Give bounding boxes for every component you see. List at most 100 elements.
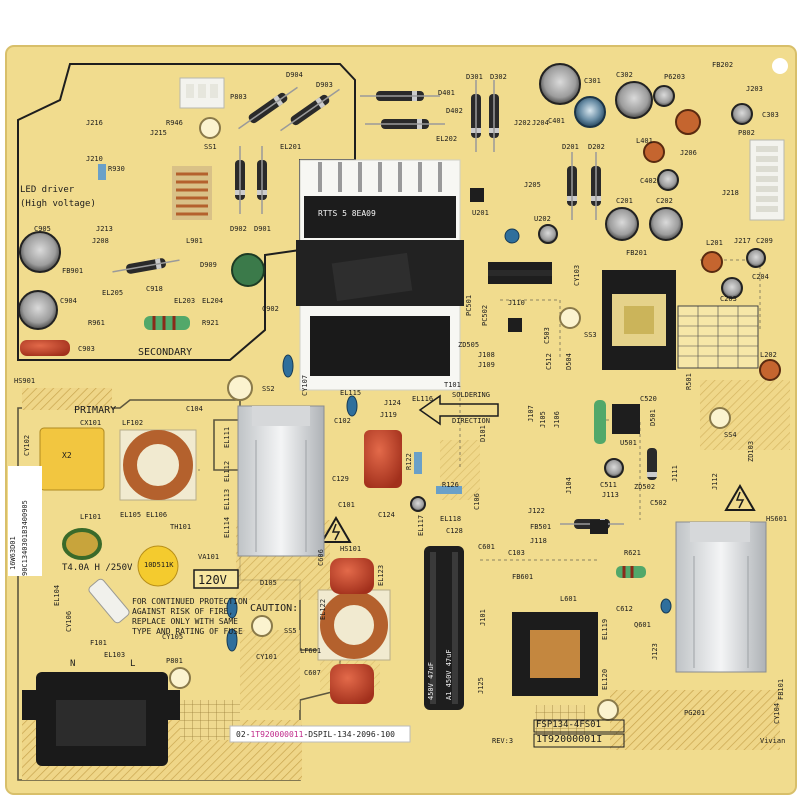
ref-c209: C209 [756,237,773,245]
ref-d501: D501 [649,409,657,426]
ref-d105: D105 [260,579,277,587]
ref-cy102: CY102 [23,434,31,456]
ref-el117: EL117 [417,514,425,536]
ref-j119: J119 [380,411,397,419]
sticker-highlight: 1T920000011 [250,730,304,739]
ref-fb202: FB202 [712,61,734,69]
ref-j124: J124 [384,399,401,407]
pn-box [533,733,625,748]
pin-table [677,305,759,369]
ref-j205: J205 [524,181,541,189]
ref-d202: D202 [588,143,605,151]
ref-zd502: ZD502 [634,483,656,491]
ref-c104: C104 [186,405,203,413]
ref-c902: C902 [262,305,279,313]
ref-c903: C903 [78,345,95,353]
ref-c101: C101 [338,501,355,509]
part-sticker [229,725,411,743]
ref-d504: D504 [565,353,573,370]
ref-lf101: LF101 [80,513,102,521]
ref-hs601: HS601 [766,515,788,523]
ref-j204: J204 [532,119,549,127]
ref-pc501: PC501 [465,294,473,316]
ref-cy101: CY101 [256,653,278,661]
ref-d402: D402 [446,107,463,115]
ref-c106: C106 [473,493,481,510]
heatsinks [237,405,767,673]
pcb-board [6,46,796,794]
ref-el123: EL123 [377,564,385,586]
ref-cy106: CY106 [65,610,73,632]
section-secondary: SECONDARY [138,347,193,358]
ref-u202: U202 [534,215,551,223]
ref-d101: D101 [479,425,487,442]
ref-j105: J105 [539,411,547,428]
ref-c511: C511 [600,481,617,489]
ref-c201: C201 [616,197,633,205]
ref-pg201: PG201 [684,709,706,717]
ref-j118: J118 [530,537,547,545]
connector-p802 [749,139,785,221]
ref-j208: J208 [92,237,109,245]
ref-el120: EL120 [601,668,609,690]
sticker-text: 02-1T920000011-DSPIL-134-2096-100 [236,731,395,739]
ref-cy107: CY107 [301,374,309,396]
ref-l201: L201 [706,239,723,247]
ref-el103: EL103 [104,651,126,659]
ref-fb601: FB601 [512,573,534,581]
transformer-marking: RTTS 5 8EA09 [318,209,376,218]
chokes [62,166,598,696]
ref-j111: J111 [671,465,679,482]
ref-t101: T101 [444,381,461,389]
ref-c303: C303 [762,111,779,119]
ref-j210: J210 [86,155,103,163]
hatch-area [610,690,780,750]
ref-j107: J107 [527,405,535,422]
ref-j125: J125 [477,677,485,694]
ref-c302: C302 [616,71,633,79]
model-number: FSP134-4FS01 [536,720,602,730]
ref-el106: EL106 [146,511,168,519]
ref-j218: J218 [722,189,739,197]
revision: REV:3 [492,737,514,745]
secondary-zone-outline [17,63,356,361]
sticker-prefix: 02- [236,730,251,739]
ref-c124: C124 [378,511,395,519]
ref-c918: C918 [146,285,163,293]
hv-warning-triangles [320,484,756,543]
ref-j123: J123 [651,643,659,660]
board-part-number: 1T92000001I [536,734,603,745]
ref-j215: J215 [150,129,167,137]
resistors [98,164,646,578]
caution-label: CAUTION: [250,603,299,614]
ac-inlet [22,672,180,766]
sticker-rest: -DSPIL-134-2096-100 [303,730,395,739]
ref-c102: C102 [334,417,351,425]
left-label-1: 16W63D01 [9,536,17,570]
ref-j106: J106 [553,411,561,428]
ref-j104: J104 [565,477,573,494]
ref-hs901: HS901 [14,377,36,385]
ref-d301: D301 [466,73,483,81]
ref-c204: C204 [752,273,769,281]
film-caps [20,340,402,704]
ref-el113: EL113 [223,488,231,510]
ref-d901: D901 [254,225,271,233]
ref-el115: EL115 [340,389,362,397]
ref-el105: EL105 [120,511,142,519]
ref-ss3: SS3 [584,331,597,339]
left-label-2: 90C1340301B3400905 [21,500,29,576]
ref-c606: C606 [317,549,325,566]
ref-l601: L601 [560,595,577,603]
voltage-rating: 120V [198,573,227,587]
warning-line-3: REPLACE ONLY WITH SAME [132,617,238,626]
ref-j109: J109 [478,361,495,369]
ref-c904: C904 [60,297,77,305]
hatch-area [22,388,112,410]
ref-pc502: PC502 [481,304,489,326]
warning-line-4: TYPE AND RATING OF FUSE [132,627,243,636]
ref-u501: U501 [620,439,637,447]
ref-el111: EL111 [223,426,231,448]
ref-d904: D904 [286,71,303,79]
high-voltage-label: (High voltage) [20,199,96,209]
